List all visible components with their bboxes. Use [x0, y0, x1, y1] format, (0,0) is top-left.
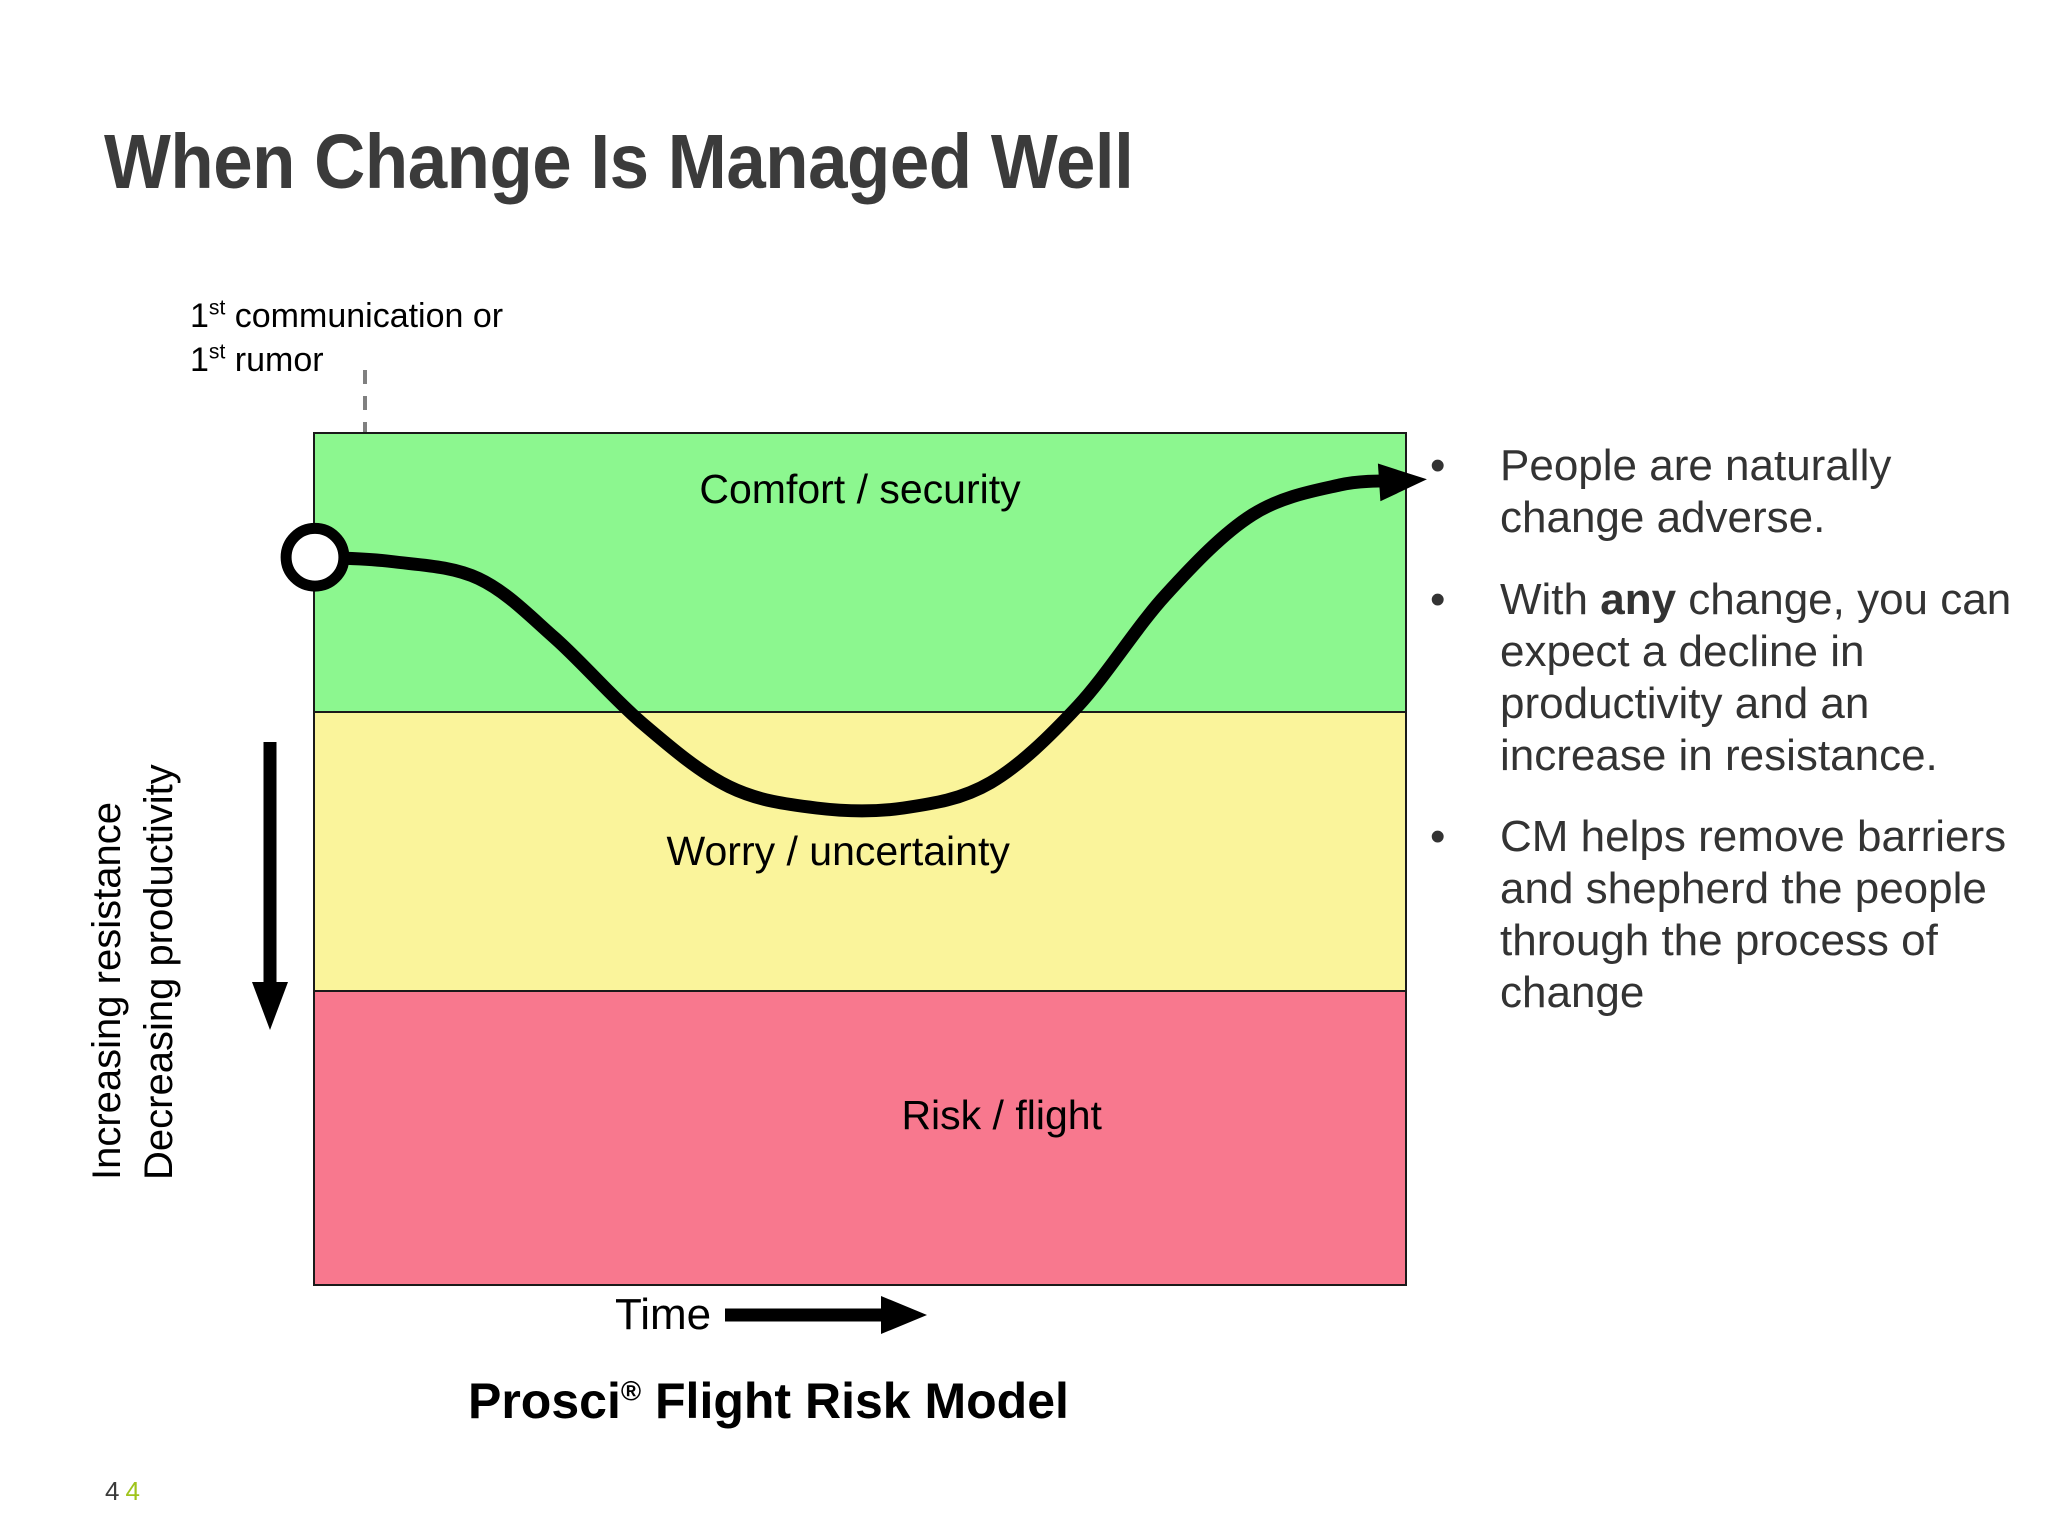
y-axis-label-resistance: Increasing resistance — [85, 802, 129, 1180]
right-arrow-icon — [725, 1296, 928, 1334]
bullet-list: • People are naturally change adverse. •… — [1424, 440, 2024, 1049]
chart-band-risk: Risk / flight — [315, 991, 1405, 1284]
page-number: 4 — [105, 1476, 120, 1506]
bullet-text: People are naturally change adverse. — [1500, 440, 2024, 544]
page-title: When Change Is Managed Well — [104, 119, 1134, 205]
bullet-text-pre: With — [1500, 574, 1601, 624]
bullet-marker-icon: • — [1430, 574, 1446, 624]
list-item: • People are naturally change adverse. — [1424, 440, 2024, 544]
bullet-text-pre: People are naturally change adverse. — [1500, 441, 1892, 542]
page-number-accent: 4 — [125, 1476, 140, 1506]
x-axis-time: Time — [615, 1290, 931, 1340]
callout-line-2-prefix: 1 — [190, 341, 209, 380]
bullet-text-post: change, you can expect a decline in prod… — [1500, 574, 2012, 780]
bullet-text: With any change, you can expect a declin… — [1500, 574, 2024, 782]
callout-line-1-prefix: 1 — [190, 297, 209, 335]
y-axis-label-productivity: Decreasing productivity — [137, 764, 181, 1180]
callout-line-1-rest: communication or — [225, 297, 504, 335]
flight-risk-chart: Comfort / security Worry / uncertainty R… — [280, 432, 1427, 1286]
chart-caption: Prosci® Flight Risk Model — [468, 1372, 1069, 1430]
bullet-text: CM helps remove barriers and shepherd th… — [1500, 811, 2024, 1019]
callout-line-2-ordinal: st — [208, 340, 226, 364]
callout-line-2: 1st rumor — [190, 338, 503, 382]
bullet-marker-icon: • — [1430, 812, 1446, 862]
callout-line-1-ordinal: st — [208, 296, 226, 320]
chart-band-worry: Worry / uncertainty — [315, 712, 1405, 992]
bullet-text-pre: CM helps remove barriers and shepherd th… — [1500, 812, 2007, 1018]
list-item: • With any change, you can expect a decl… — [1424, 574, 2024, 782]
list-item: • CM helps remove barriers and shepherd … — [1424, 811, 2024, 1019]
caption-brand: Prosci — [468, 1373, 621, 1429]
chart-band-label-risk: Risk / flight — [901, 1091, 1102, 1138]
bullet-marker-icon: • — [1430, 441, 1446, 490]
callout-annotation: 1st communication or 1st rumor — [190, 294, 503, 382]
bullet-text-bold: any — [1600, 574, 1677, 624]
callout-line-2-rest: rumor — [225, 341, 324, 380]
chart-band-label-worry: Worry / uncertainty — [666, 827, 1010, 874]
caption-rest: Flight Risk Model — [641, 1373, 1069, 1429]
chart-band-comfort: Comfort / security — [315, 434, 1405, 713]
x-axis-label-time: Time — [615, 1290, 712, 1339]
y-axis-labels: Increasing resistance Decreasing product… — [85, 620, 228, 1180]
down-arrow-icon — [252, 742, 288, 1030]
callout-line-1: 1st communication or — [190, 294, 503, 338]
chart-band-label-comfort: Comfort / security — [699, 466, 1021, 512]
registered-trademark-icon: ® — [620, 1375, 642, 1407]
